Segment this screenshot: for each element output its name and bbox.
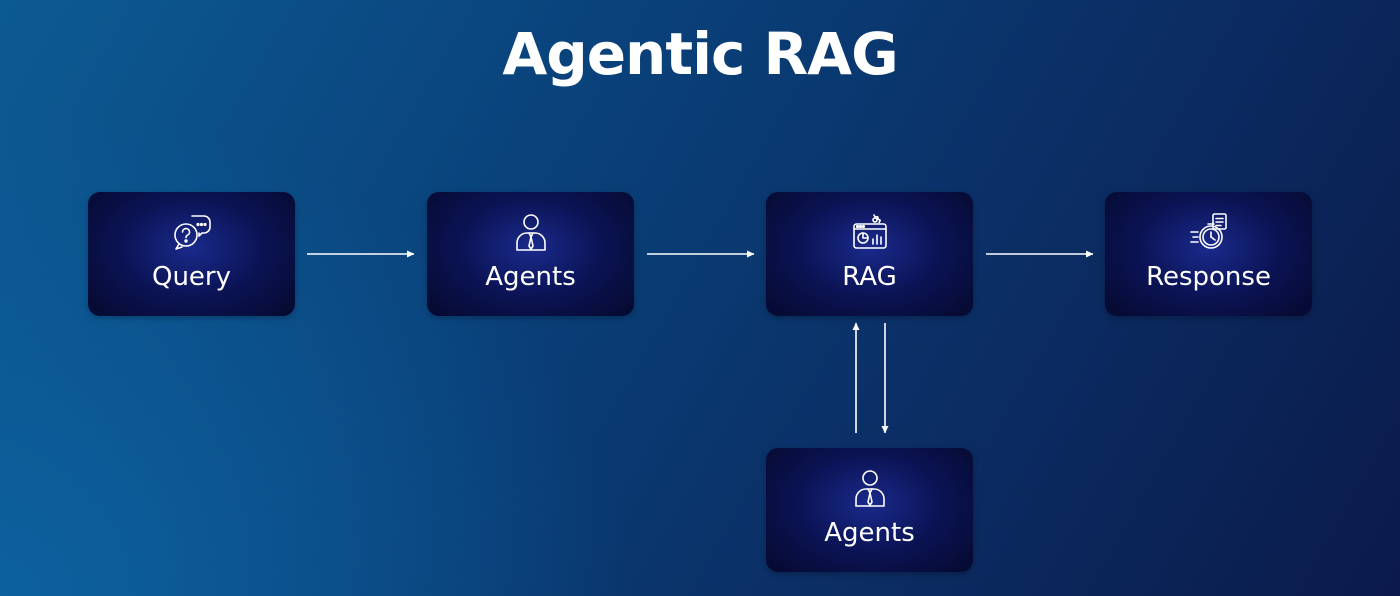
question-chat-icon — [170, 210, 214, 254]
node-label: Response — [1146, 262, 1271, 292]
node-label: Query — [151, 262, 231, 292]
node-label: RAG — [842, 262, 897, 292]
node-response: Response — [1105, 192, 1312, 316]
node-query: Query — [88, 192, 295, 316]
dashboard-gear-icon — [848, 210, 892, 254]
node-agents-lower: Agents — [766, 448, 973, 572]
node-label: Agents — [824, 518, 915, 548]
person-icon — [509, 210, 553, 254]
stopwatch-document-icon — [1187, 210, 1231, 254]
node-agents: Agents — [427, 192, 634, 316]
diagram-title: Agentic RAG — [502, 20, 898, 88]
person-icon — [848, 466, 892, 510]
node-rag: RAG — [766, 192, 973, 316]
node-label: Agents — [485, 262, 576, 292]
